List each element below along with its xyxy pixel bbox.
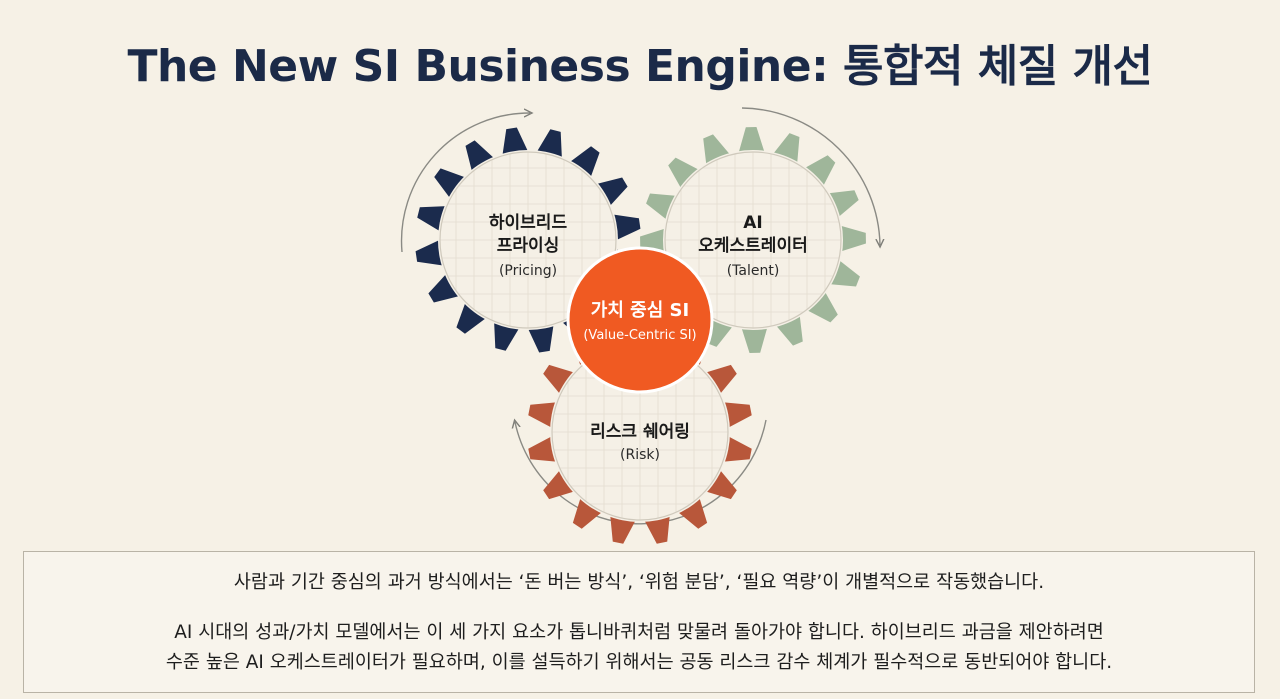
caption-line-2: AI 시대의 성과/가치 모델에서는 이 세 가지 요소가 톱니바퀴처럼 맞물려… [174, 622, 1104, 643]
gear-risk-grid [551, 343, 729, 521]
risk-label-sub: (Risk) [620, 447, 660, 463]
talent-label-line1: AI [743, 213, 762, 233]
grid-ring [439, 151, 617, 329]
risk-label-line1: 리스크 쉐어링 [590, 422, 690, 442]
pricing-label-sub: (Pricing) [499, 263, 557, 279]
rotation-arrow-talent [741, 107, 880, 245]
center-label-sub: (Value-Centric SI) [583, 328, 696, 343]
page-title: The New SI Business Engine: 통합적 체질 개선 [127, 41, 1153, 92]
gear-pricing-grid [439, 151, 617, 329]
grid-ring [664, 151, 842, 329]
rotation-arrow-risk [515, 420, 767, 525]
gear-diagram: 하이브리드 프라이싱 (Pricing) AI 오케스트레이터 (Talent)… [400, 107, 1280, 544]
rotation-arrow-pricing [400, 113, 530, 253]
gear-talent [640, 127, 866, 353]
gear-risk [528, 320, 752, 544]
pricing-label-line1: 하이브리드 [489, 213, 568, 233]
caption-line-1: 사람과 기간 중심의 과거 방식에서는 ‘돈 버는 방식’, ‘위험 분담’, … [233, 572, 1045, 593]
caption-line-3: 수준 높은 AI 오케스트레이터가 필요하며, 이를 설득하기 위해서는 공동 … [165, 652, 1113, 673]
pricing-label-line2: 프라이싱 [497, 236, 560, 256]
talent-label-line2: 오케스트레이터 [698, 236, 807, 256]
caption-box: 사람과 기간 중심의 과거 방식에서는 ‘돈 버는 방식’, ‘위험 분담’, … [23, 551, 1255, 693]
talent-label-sub: (Talent) [727, 263, 780, 279]
center-label: 가치 중심 SI [591, 300, 689, 321]
center-circle [566, 246, 714, 394]
